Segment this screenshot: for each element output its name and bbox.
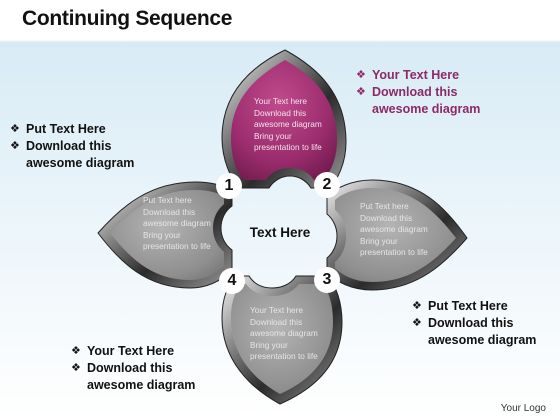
center-label: Text Here	[249, 225, 311, 240]
diamond-bullet-icon: ❖	[10, 123, 20, 135]
step-number-3: 3	[322, 271, 332, 288]
callout-line: Your Text Here	[87, 344, 175, 358]
badge-3-circle	[314, 267, 340, 293]
petal-left-text: Put Text here Download this awesome diag…	[143, 195, 211, 252]
diamond-bullet-icon: ❖	[71, 345, 81, 357]
callout-bottom-left: ❖ Your Text Here ❖ Download this awesome d…	[71, 343, 195, 394]
callout-line: Your Text Here	[372, 68, 460, 82]
petal-bottom-text: Your Text here Download this awesome dia…	[250, 305, 318, 362]
step-number-2: 2	[322, 176, 332, 193]
petal-left	[97, 181, 233, 289]
badge-2-circle	[314, 172, 340, 198]
callout-left: ❖ Put Text Here ❖ Download this awesome di…	[10, 121, 134, 172]
petal-bottom	[221, 275, 343, 405]
callout-line: Download this	[372, 85, 458, 99]
petal-right	[326, 179, 468, 291]
badge-4-circle	[219, 268, 245, 294]
callout-line: Put Text Here	[428, 299, 508, 313]
callout-line: Download this	[428, 316, 514, 330]
diamond-bullet-icon: ❖	[356, 69, 366, 81]
callout-line: Put Text Here	[26, 122, 106, 136]
badge-1-circle	[216, 173, 242, 199]
logo-text: Your Logo	[500, 403, 546, 414]
step-number-4: 4	[227, 272, 237, 289]
callout-line: Download this	[26, 139, 112, 153]
callout-line: awesome diagram	[87, 378, 196, 392]
callout-line: awesome diagram	[26, 156, 135, 170]
slide-title: Continuing Sequence	[22, 7, 233, 30]
diamond-bullet-icon: ❖	[356, 86, 366, 98]
callout-line: awesome diagram	[372, 102, 481, 116]
callout-right: ❖ Put Text Here ❖ Download this awesome di…	[412, 298, 536, 349]
diamond-bullet-icon: ❖	[412, 317, 422, 329]
diamond-bullet-icon: ❖	[71, 362, 81, 374]
petal-right-text: Put Text here Download this awesome diag…	[360, 201, 428, 258]
callout-line: awesome diagram	[428, 333, 537, 347]
petal-top	[221, 49, 347, 189]
callout-top-right: ❖ Your Text Here ❖ Download this awesome d…	[356, 67, 480, 118]
diamond-bullet-icon: ❖	[412, 300, 422, 312]
petal-top-text: Your Text here Download this awesome dia…	[254, 96, 322, 153]
callout-line: Download this	[87, 361, 173, 375]
step-number-1: 1	[224, 177, 234, 194]
diamond-bullet-icon: ❖	[10, 140, 20, 152]
